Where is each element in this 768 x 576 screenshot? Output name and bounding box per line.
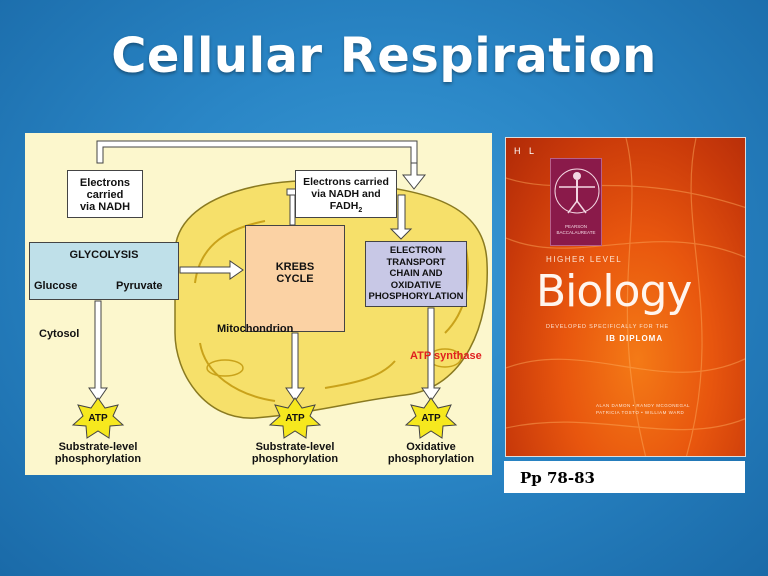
text-line: carried [86, 189, 124, 201]
fadh-subscript: 2 [358, 207, 363, 215]
atp-label-2: ATP [285, 413, 305, 424]
arrow-glycolysis-atp [88, 300, 108, 402]
atp-star-2 [268, 397, 322, 439]
arrow-electrons-etc [389, 194, 413, 240]
atp-label-1: ATP [88, 413, 108, 424]
cytosol-label: Cytosol [39, 328, 80, 340]
electrons-nadh-box: Electrons carried via NADH [67, 170, 143, 218]
arrow-etc-atp [421, 307, 441, 402]
book-program: IB DIPLOMA [606, 334, 664, 343]
text-line: phosphorylation [387, 453, 475, 465]
electrons-nadh-label: Electrons carried via NADH [68, 177, 142, 213]
book-authors: ALAN DAMON • RANDY MCGONEGAL PATRICIA TO… [596, 402, 716, 416]
cover-texture [506, 138, 745, 456]
text-line: phosphorylation [251, 453, 339, 465]
arrow-frame-top [96, 140, 418, 164]
text-line: PEARSON [564, 224, 587, 229]
text-line: CYCLE [276, 273, 314, 285]
electrons-nadh-fadh-label: Electrons carried via NADH and FADH2 [296, 176, 396, 217]
output-label-1: Substrate-level phosphorylation [48, 441, 148, 465]
cristae-fold [206, 359, 244, 377]
krebs-cycle-box: KREBS CYCLE [245, 225, 345, 332]
vitruvian-emblem [550, 158, 602, 246]
text-line: via NADH and [311, 188, 381, 200]
book-title: Biology [536, 266, 692, 317]
text-line: PHOSPHORYLATION [368, 291, 464, 302]
arrow-krebs-atp [285, 332, 305, 402]
text-line: Substrate-level [255, 441, 335, 453]
glycolysis-box: GLYCOLYSIS Glucose Pyruvate [29, 242, 179, 300]
vitruvian-figure-icon [554, 168, 600, 214]
arrow-frame-etc [401, 162, 427, 190]
krebs-cycle-label: KREBS CYCLE [246, 261, 344, 285]
series-label: HIGHER LEVEL [546, 255, 623, 264]
text-line: via NADH [79, 201, 131, 213]
text-line: ALAN DAMON • RANDY MCGONEGAL [596, 403, 691, 408]
text-line: FADH2 [296, 200, 396, 217]
text-line: Oxidative [406, 441, 456, 453]
electrons-nadh-fadh-box: Electrons carried via NADH and FADH2 [295, 170, 397, 218]
atp-star-3 [404, 397, 458, 439]
mitochondrion-cristae [194, 220, 470, 402]
text-line: ELECTRON [389, 245, 443, 256]
text-line: Electrons carried [303, 176, 389, 188]
pyruvate-label: Pyruvate [116, 280, 163, 292]
level-mark: H L [514, 146, 538, 156]
atp-label-3: ATP [421, 413, 441, 424]
book-subtitle: DEVELOPED SPECIFICALLY FOR THE [546, 324, 670, 330]
text-line: PATRICIA TOSTO • WILLIAM WARD [596, 410, 685, 415]
publisher-label: PEARSON BACCALAUREATE [550, 224, 602, 236]
mitochondrion-label: Mitochondrion [217, 323, 294, 335]
glycolysis-label: GLYCOLYSIS [69, 249, 139, 261]
output-label-3: Oxidative phosphorylation [381, 441, 481, 465]
text-line: OXIDATIVE [390, 279, 442, 291]
text-line: phosphorylation [54, 453, 142, 465]
text-line: BACCALAUREATE [556, 230, 596, 235]
text-line: CHAIN AND [389, 268, 443, 279]
atp-star-1 [71, 397, 125, 439]
respiration-diagram: Electrons carried via NADH Electrons car… [25, 133, 492, 475]
text-line: Electrons [79, 177, 131, 189]
output-label-2: Substrate-level phosphorylation [245, 441, 345, 465]
text-line: Substrate-level [58, 441, 138, 453]
electron-transport-box: ELECTRON TRANSPORT CHAIN AND OXIDATIVE P… [365, 241, 467, 307]
slide-title: Cellular Respiration [111, 28, 657, 84]
fadh-text: FADH [329, 200, 359, 212]
glucose-label: Glucose [34, 280, 78, 292]
text-line: KREBS [275, 261, 315, 273]
page-reference-caption: Pp 78-83 [504, 461, 745, 493]
textbook-cover: H L PEARSON BACCALAUREATE HIGHER LEVEL B… [505, 137, 746, 457]
arrow-glycolysis-krebs [179, 260, 244, 280]
text-line: TRANSPORT [386, 256, 446, 268]
electron-transport-label: ELECTRON TRANSPORT CHAIN AND OXIDATIVE P… [366, 245, 466, 303]
atp-synthase-label: ATP synthase [410, 350, 482, 362]
